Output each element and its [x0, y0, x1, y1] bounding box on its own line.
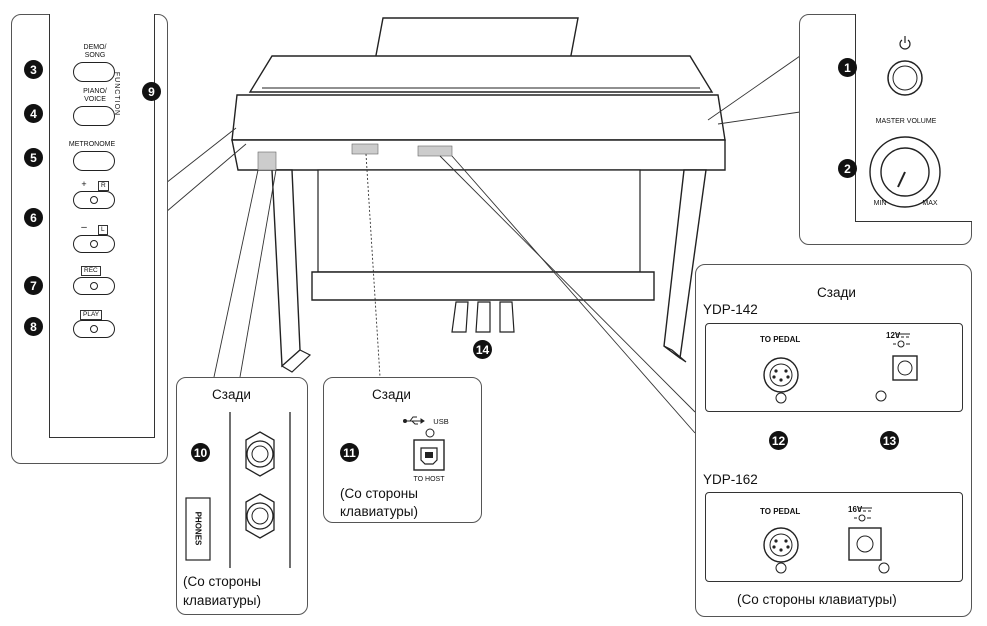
demo-song-button[interactable] — [73, 62, 115, 82]
play-button[interactable] — [73, 320, 115, 338]
ydp162-dc-in-jack[interactable] — [848, 527, 882, 561]
power-icon — [899, 36, 911, 50]
ydp162-rear-panel — [705, 492, 963, 582]
number-badge-11: 11 — [340, 443, 359, 462]
number-badge-8: 8 — [24, 317, 43, 336]
ydp162-pedal-connector[interactable] — [763, 527, 799, 574]
plus-label: + — [81, 179, 87, 189]
ydp162-16v-label: 16V — [848, 505, 863, 514]
number-badge-9: 9 — [142, 82, 161, 101]
number-badge-2: 2 — [838, 159, 857, 178]
number-badge-7: 7 — [24, 276, 43, 295]
piano-voice-button[interactable] — [73, 106, 115, 126]
phones-jack-1[interactable] — [245, 431, 275, 477]
minus-label: – — [81, 222, 87, 233]
metronome-label: METRONOME — [68, 141, 116, 148]
ydp162-to-pedal-label: TO PEDAL — [760, 507, 801, 516]
rec-label: REC — [81, 266, 101, 276]
phones-caption-line2: клавиатуры) — [183, 593, 262, 608]
rec-button[interactable] — [73, 277, 115, 295]
number-badge-1: 1 — [838, 58, 857, 77]
pedal-box — [311, 271, 655, 301]
phones-rear-title: Сзади — [212, 387, 251, 402]
pedal-left — [451, 301, 469, 333]
pedal-right — [499, 301, 515, 333]
ydp142-rear-panel — [705, 323, 963, 412]
usb-icon — [403, 416, 425, 425]
ydp142-dc-in-jack[interactable] — [892, 355, 918, 381]
dc-in-icon — [854, 507, 872, 522]
ydp142-12v-label: 12V — [886, 331, 901, 340]
ydp142-pedal-connector[interactable] — [763, 357, 799, 404]
model-ydp162: YDP-162 — [703, 472, 758, 487]
play-label: PLAY — [80, 310, 103, 320]
number-badge-6: 6 — [24, 208, 43, 227]
rear-title: Сзади — [817, 285, 856, 300]
usb-to-host-port[interactable] — [413, 439, 445, 471]
master-volume-label: MASTER VOLUME — [875, 118, 937, 125]
ydp142-to-pedal-label: TO PEDAL — [760, 335, 801, 344]
phones-jack-2[interactable] — [245, 493, 275, 539]
phones-caption-line1: (Со стороны — [183, 574, 261, 589]
usb-label: USB — [433, 417, 449, 426]
dc-in-icon — [893, 333, 910, 348]
to-host-label: TO HOST — [413, 476, 445, 483]
number-badge-14: 14 — [473, 340, 492, 359]
power-volume-callout — [799, 14, 972, 245]
piano-lid — [248, 55, 714, 93]
control-panel-callout — [11, 14, 168, 464]
rear-caption: (Со стороны клавиатуры) — [737, 592, 897, 607]
track-l-button[interactable] — [73, 235, 115, 253]
number-badge-10: 10 — [191, 443, 210, 462]
number-badge-12: 12 — [769, 431, 788, 450]
control-panel-face — [49, 14, 155, 438]
number-badge-3: 3 — [24, 60, 43, 79]
max-label: MAX — [922, 200, 938, 207]
r-label: R — [98, 181, 109, 191]
min-label: MIN — [873, 200, 887, 207]
piano-voice-label: PIANO/ VOICE — [83, 88, 107, 103]
usb-caption-line2: клавиатуры) — [340, 504, 419, 519]
usb-rear-title: Сзади — [372, 387, 411, 402]
number-badge-13: 13 — [880, 431, 899, 450]
number-badge-5: 5 — [24, 148, 43, 167]
metronome-button[interactable] — [73, 151, 115, 171]
track-r-button[interactable] — [73, 191, 115, 209]
demo-song-label: DEMO/ SONG — [83, 44, 107, 59]
usb-caption-line1: (Со стороны — [340, 486, 418, 501]
phones-callout — [176, 377, 308, 615]
number-badge-4: 4 — [24, 104, 43, 123]
l-label: L — [98, 225, 108, 235]
pedal-middle — [475, 301, 491, 333]
master-volume-knob[interactable] — [869, 136, 941, 208]
model-ydp142: YDP-142 — [703, 302, 758, 317]
